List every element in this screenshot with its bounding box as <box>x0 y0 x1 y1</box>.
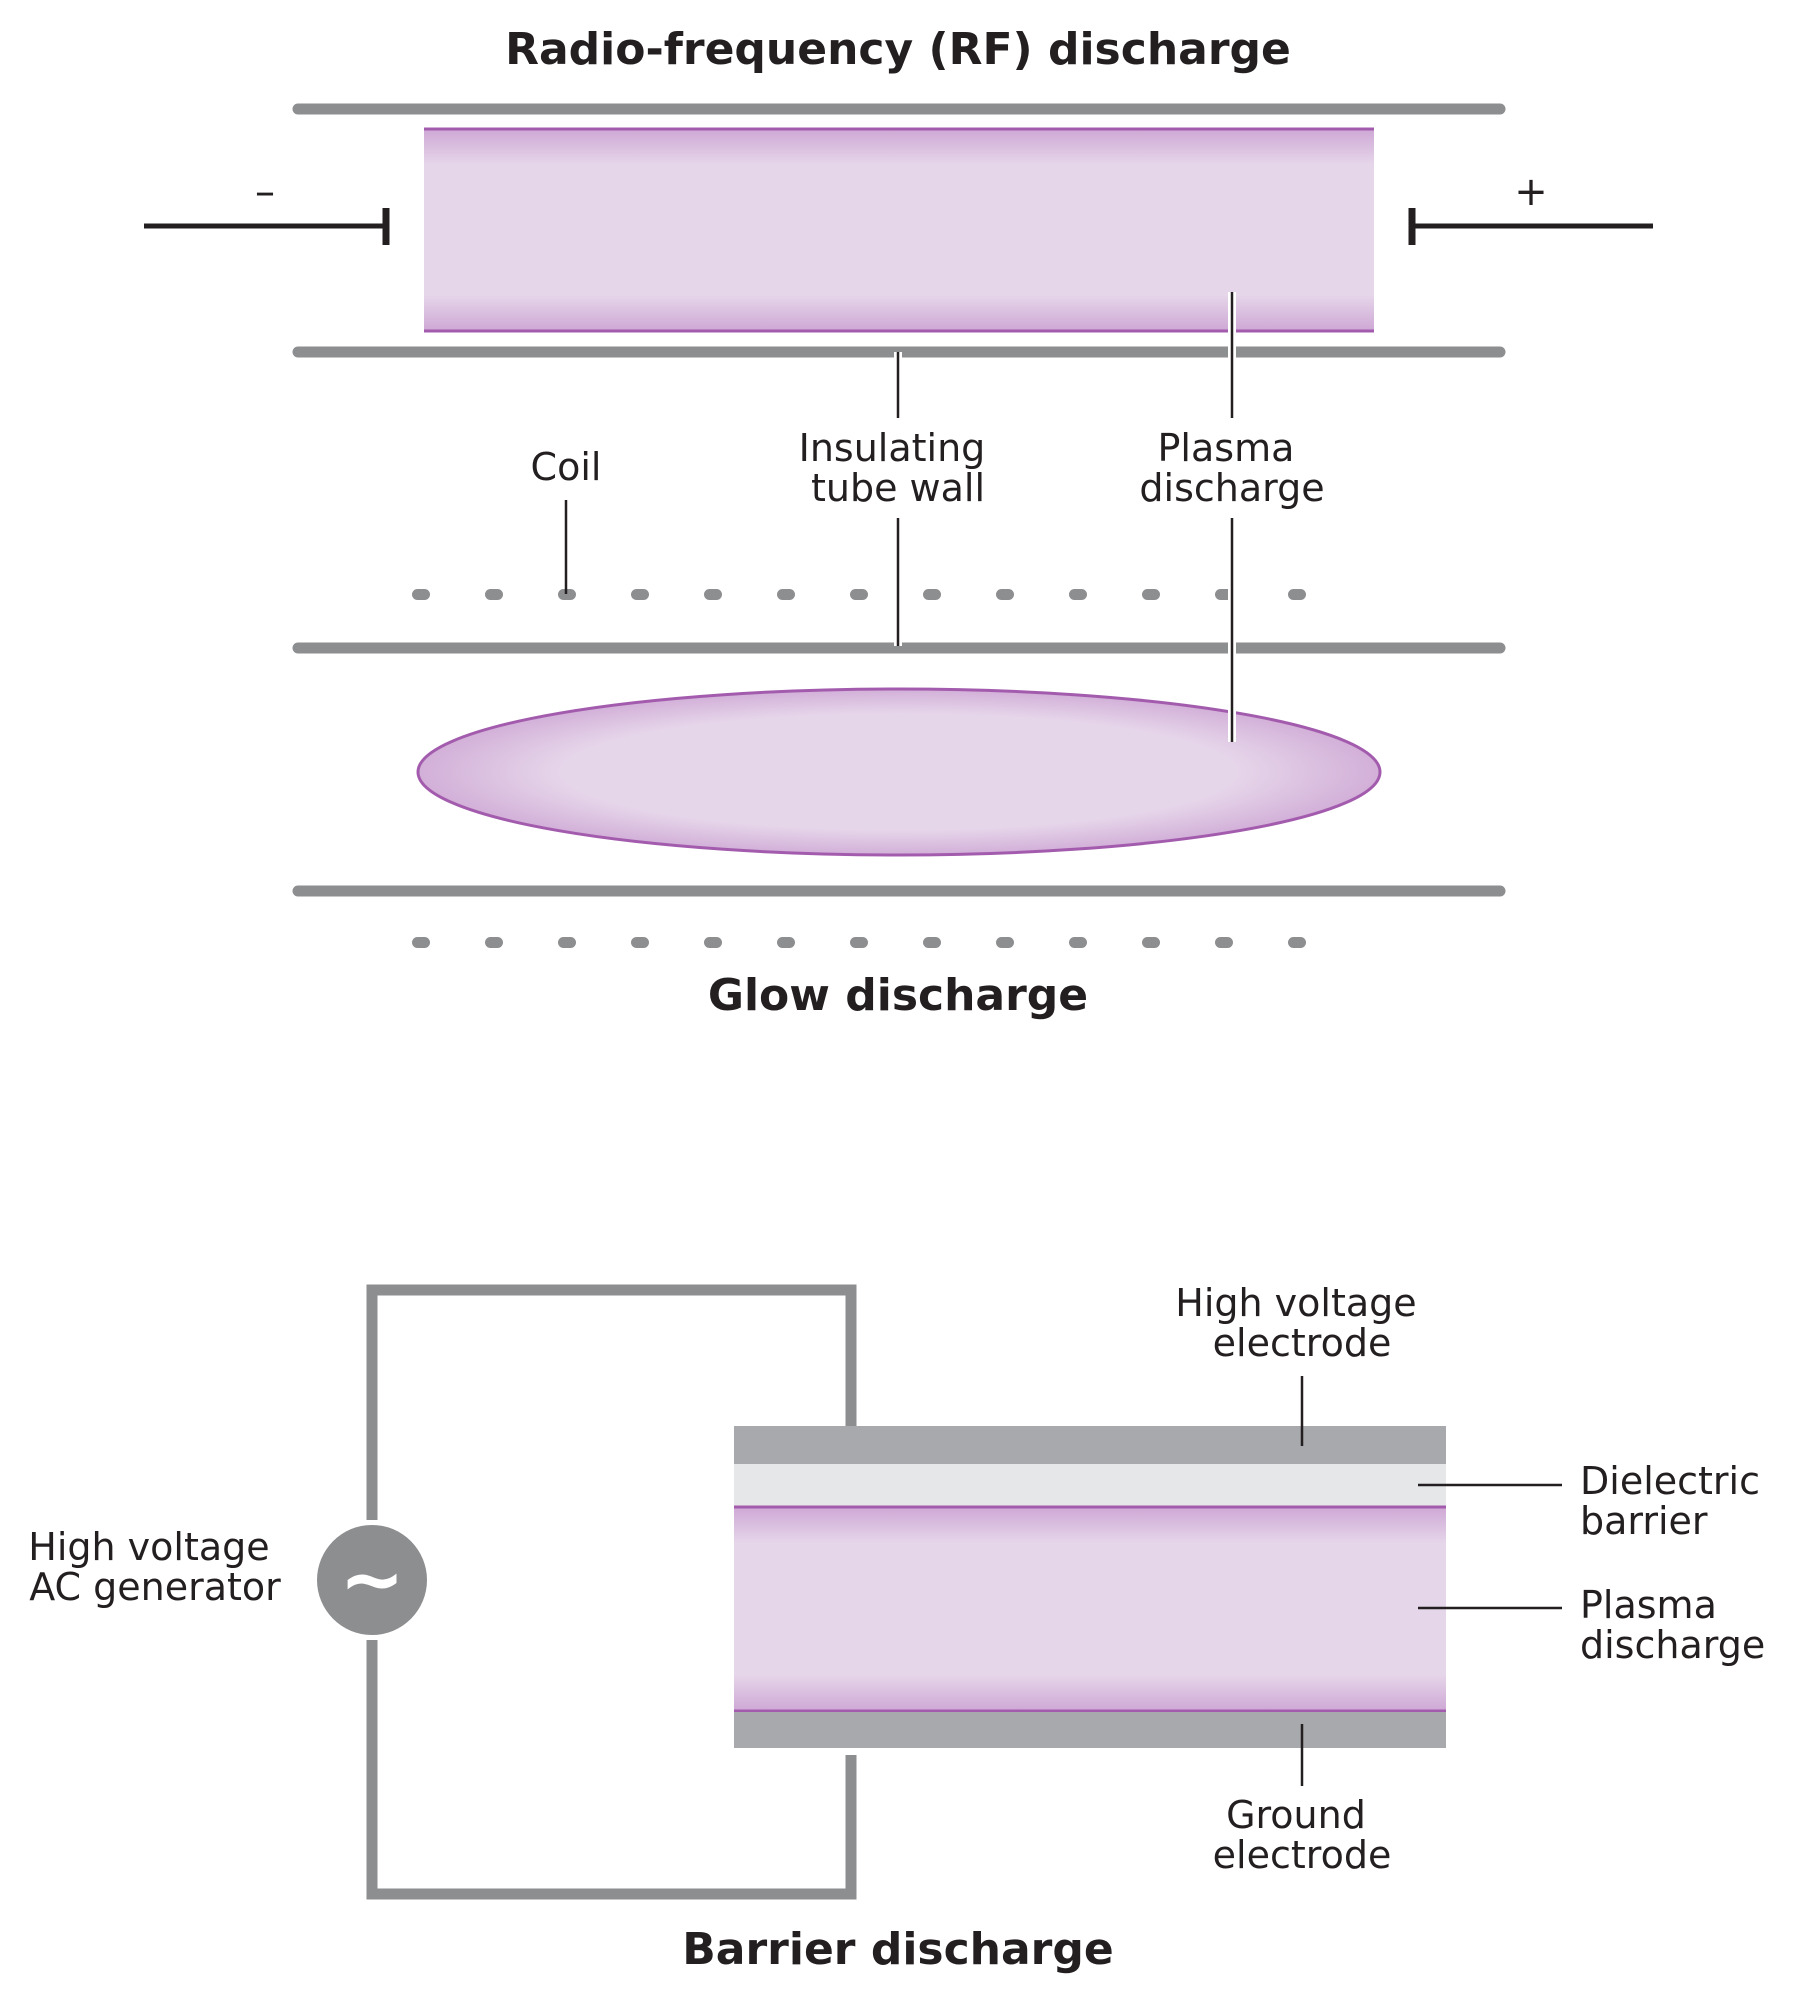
tube-wall-label: Insulating tube wall <box>799 426 998 510</box>
barrier-plasma-label: Plasma discharge <box>1580 1583 1765 1667</box>
ac-generator-symbol: ~ <box>339 1535 404 1625</box>
negative-electrode: – <box>144 169 390 245</box>
rf-plasma-region <box>424 128 1374 332</box>
barrier-discharge-section: ~ High voltage AC generator High voltage… <box>28 1281 1772 1975</box>
glow-plasma-label: Plasma discharge <box>1139 426 1324 510</box>
positive-electrode: + <box>1408 169 1653 245</box>
coil-top-row <box>412 589 1306 600</box>
ac-generator-label: High voltage AC generator <box>28 1525 282 1609</box>
glow-title: Glow discharge <box>708 970 1088 1021</box>
ground-electrode-label: Ground electrode <box>1213 1793 1392 1877</box>
ground-electrode <box>734 1712 1446 1748</box>
dielectric-label: Dielectric barrier <box>1580 1459 1772 1543</box>
high-voltage-electrode <box>734 1426 1446 1464</box>
minus-sign: – <box>255 169 275 215</box>
coil-label: Coil <box>531 445 602 489</box>
glow-plasma-ellipse <box>416 687 1382 857</box>
glow-discharge-section: Coil Insulating tube wall Plasma dischar… <box>292 292 1506 1021</box>
rf-discharge-section: Radio-frequency (RF) discharge – + <box>144 24 1653 358</box>
ac-source-icon: ~ <box>317 1525 427 1635</box>
barrier-plasma-region <box>734 1506 1446 1712</box>
barrier-leader-lines <box>1300 1376 1562 1786</box>
dielectric-barrier <box>734 1464 1446 1506</box>
coil-bottom-row <box>412 937 1306 948</box>
circuit-wire <box>366 1284 857 1900</box>
glow-leader-lines <box>564 292 1236 742</box>
hv-electrode-label: High voltage electrode <box>1175 1281 1429 1365</box>
barrier-title: Barrier discharge <box>682 1924 1113 1975</box>
plus-sign: + <box>1514 169 1548 215</box>
rf-title: Radio-frequency (RF) discharge <box>505 24 1291 75</box>
